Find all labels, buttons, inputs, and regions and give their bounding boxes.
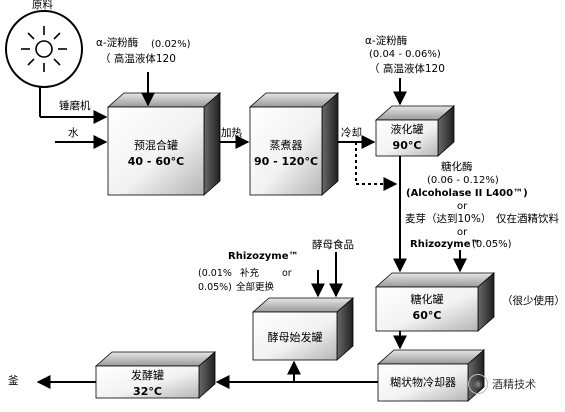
- saccharifying-enzyme-or1: or: [457, 201, 468, 212]
- saccharification-tank-box: [374, 272, 496, 332]
- liquefaction-tank-box: [374, 105, 456, 157]
- mash-cooler-box: [376, 349, 486, 402]
- amylase-right-product: （ 高温液体120: [369, 63, 445, 75]
- premix-tank-box: [106, 92, 222, 196]
- saccharification-tank-temp: 60°C: [412, 308, 442, 322]
- fermenter-label: 发酵罐 32°C: [96, 368, 199, 400]
- wechat-logo-icon: ◉: [468, 374, 488, 394]
- cooker-title: 蒸煮器: [269, 139, 303, 152]
- liquefaction-tank-title: 液化罐: [390, 123, 424, 136]
- mash-cooler-label: 糊状物冷却器: [378, 375, 468, 391]
- saccharification-tank-title: 糖化罐: [410, 293, 444, 306]
- cooker-temp: 90 - 120°C: [253, 154, 319, 168]
- dashed-alternate-flow: [355, 142, 398, 191]
- raw-material-label: 原料: [32, 0, 53, 11]
- premix-tank-title: 预混合罐: [134, 139, 178, 152]
- yeast-starter-tank-title: 酵母始发罐: [267, 331, 323, 344]
- amylase-right-name: α-淀粉酶: [365, 35, 408, 47]
- saccharifying-enzyme-title: 糖化酶: [441, 161, 473, 173]
- amylase-top-dose: (0.02%): [151, 39, 191, 50]
- saccharifying-enzyme-product: (Alcoholase II L400™): [406, 188, 528, 199]
- kettle-label: 釜: [8, 375, 19, 387]
- yeast-starter-tank-label: 酵母始发罐: [253, 330, 337, 346]
- yeast-supplement-pct: (0.01%: [198, 268, 232, 279]
- liquefaction-tank-label: 液化罐 90°C: [376, 122, 438, 154]
- liquefaction-tank-temp: 90°C: [392, 138, 422, 152]
- yeast-replace-text: 全部更换: [236, 282, 275, 293]
- amylase-top-product: （ 高温液体120: [100, 53, 176, 65]
- fermenter-box: [94, 351, 217, 399]
- saccharifying-enzyme-dose: (0.06 - 0.12%): [427, 175, 499, 186]
- cooker-label: 蒸煮器 90 - 120°C: [250, 138, 322, 170]
- cooling-label: 冷却: [341, 127, 362, 139]
- yeast-starter-tank-box: [251, 297, 355, 361]
- premix-tank-temp: 40 - 60°C: [127, 154, 185, 168]
- saccharifying-enzyme-rhizozyme: Rhizozyme™: [410, 239, 481, 250]
- yeast-food-label: 酵母食品: [312, 239, 354, 251]
- watermark: ◉ 酒精技术: [468, 373, 536, 395]
- saccharification-tank-label: 糖化罐 60°C: [376, 292, 478, 324]
- watermark-text: 酒精技术: [492, 378, 536, 391]
- saccharifying-enzyme-malt: 麦芽（达到10%）: [405, 213, 492, 225]
- fermenter-title: 发酵罐: [131, 369, 164, 382]
- fermenter-temp: 32°C: [133, 384, 162, 398]
- amylase-top-name: α-淀粉酶: [96, 37, 139, 49]
- yeast-supplement-or: or: [282, 268, 292, 279]
- saccharifying-enzyme-rhizozyme-dose: (0.05%): [472, 239, 512, 250]
- premix-tank-label: 预混合罐 40 - 60°C: [108, 138, 204, 170]
- amylase-right-dose: (0.04 - 0.06%): [369, 49, 441, 60]
- saccharifying-enzyme-or2: or: [457, 227, 468, 238]
- alcohol-beverage-note: 仅在酒精饮料: [496, 213, 559, 225]
- cooker-box: [248, 92, 340, 196]
- yeast-rhizozyme-label: Rhizozyme™: [228, 251, 299, 262]
- mash-cooler-title: 糊状物冷却器: [390, 376, 456, 389]
- yeast-supplement-text: 补充: [240, 268, 260, 279]
- hammer-mill-label: 锤磨机: [59, 100, 91, 112]
- heating-label: 加热: [221, 127, 242, 139]
- water-label: 水: [68, 127, 79, 139]
- flow-arrows: [36, 72, 467, 389]
- rarely-used-note: （很少使用）: [502, 295, 565, 307]
- yeast-replace-pct: 0.05%): [198, 282, 232, 293]
- raw-material-hopper-icon: [5, 10, 83, 88]
